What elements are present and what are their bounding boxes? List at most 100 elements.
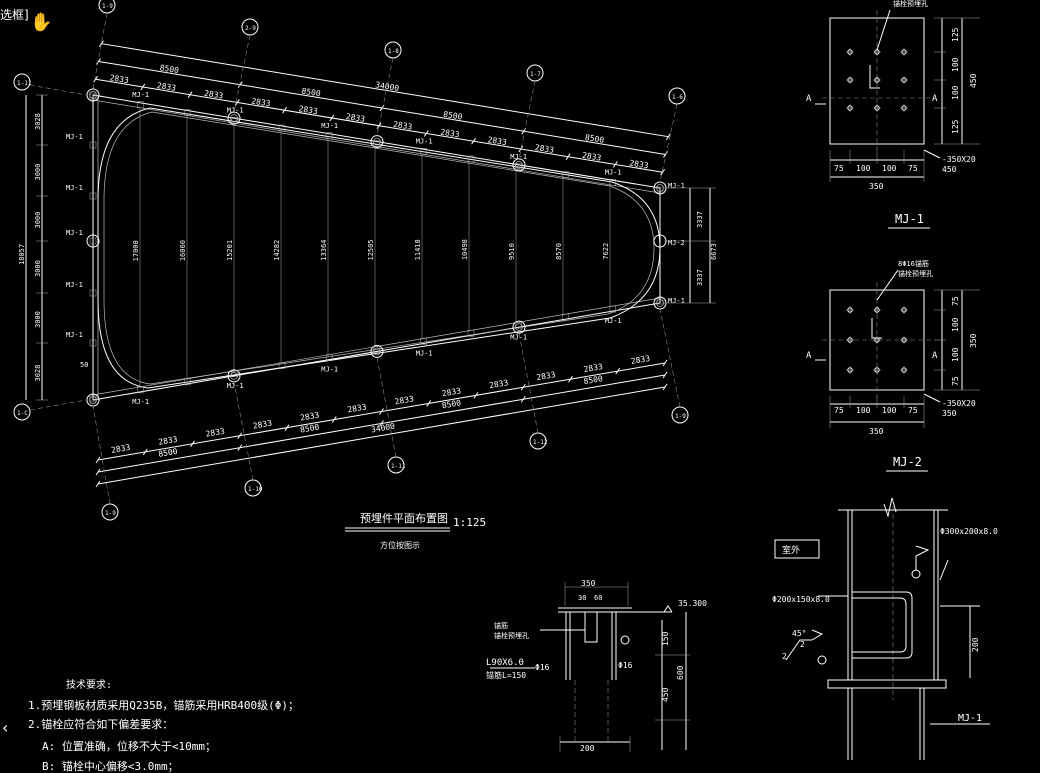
left-dim-2: 3000 (34, 212, 42, 229)
pan-hand-icon[interactable]: ✋ (30, 12, 53, 33)
top-subbay-dim-label: 2833 (487, 135, 508, 147)
sec-angle-len: 锚筋L=150 (486, 670, 526, 680)
plan-top-edge (92, 94, 661, 189)
mj1-mark: MJ-1 (227, 106, 244, 114)
axis-left-0 (13, 73, 31, 91)
embed-plate-marker (467, 155, 475, 163)
mj1-mark: MJ-1 (227, 382, 244, 390)
mj1-section-left: A (806, 94, 812, 104)
top-subbay-dim-label: 2833 (298, 104, 319, 116)
plan-scale: 1:125 (453, 516, 486, 529)
span-label: 11418 (414, 239, 422, 260)
mj2-callout: 8Φ16锚筋 (898, 259, 929, 268)
collapse-arrow-icon[interactable]: ‹ (2, 718, 9, 737)
mj2-section-left: A (806, 351, 812, 361)
mj2-detail: 8Φ16锚筋 锚栓预埋孔 75 100 100 75 350 75 100 10… (806, 259, 980, 472)
span-label: 8570 (555, 243, 563, 260)
right-dim-0: 3337 (696, 211, 704, 228)
column-weld-top: 2 (800, 640, 805, 649)
mj1-total-v: 450 (969, 73, 978, 88)
notes-item-3: B: 锚栓中心偏移<3.0mm； (42, 759, 179, 773)
top-subbay-dim-label: 2833 (251, 96, 272, 108)
bottom-subbay-dim-label: 2833 (110, 443, 131, 455)
column-weld-side: 2 (782, 652, 787, 661)
mj1-dim-h-2: 100 (882, 164, 897, 173)
top-subbay-dim-label: 2833 (629, 158, 650, 170)
bottom-bay-dim-label: 8500 (299, 422, 320, 434)
embed-plate-marker (89, 91, 97, 99)
mj1-mark: MJ-1 (132, 91, 149, 99)
mj1-section-right: A (932, 94, 938, 104)
left-dim-5: 3028 (34, 365, 42, 382)
sec-leader-2: 锚栓预埋孔 (494, 631, 529, 640)
top-bay-dim-label: 8500 (301, 86, 322, 98)
mj1-mark: MJ-1 (66, 133, 83, 141)
axis-bottom-0-label: 1-9 (105, 510, 116, 517)
mj2-dim-v-2: 100 (951, 347, 960, 362)
mj1-dim-v-0: 125 (951, 27, 960, 42)
mj2-note: 锚栓预埋孔 (898, 269, 933, 278)
mj1-mark: MJ-1 (66, 331, 83, 339)
bottom-subbay-dim-label: 2833 (347, 402, 368, 414)
mj1-total-h: 350 (869, 182, 884, 191)
span-label: 15201 (226, 240, 234, 261)
span-label: 17000 (132, 240, 140, 261)
embed-plate-marker (231, 370, 238, 377)
mj2-dim-h-3: 75 (908, 406, 918, 415)
column-dim: 200 (971, 637, 980, 652)
notes-item-0: 1.预埋钢板材质采用Q235B，锚筋采用HRB400级(Φ)； (28, 698, 299, 712)
mj1-mark: MJ-1 (605, 168, 622, 176)
embed-plate-marker (420, 148, 427, 155)
mj1-dim-h-1: 100 (856, 164, 871, 173)
mj2-total-h: 350 (869, 427, 884, 436)
axis-bottom-1-label: 1-10 (248, 486, 263, 493)
embed-plate-marker (326, 354, 333, 361)
mj2-total-v: 350 (969, 333, 978, 348)
embed-plate-marker (184, 109, 191, 116)
bottom-bay-dim-label: 8500 (583, 374, 604, 386)
sec-dim-r-2: 450 (661, 687, 670, 702)
mj1-detail: 锚栓预埋孔 125 100 100 125 450 75 100 100 75 … (806, 0, 980, 229)
bottom-subbay-dim-label: 2833 (252, 419, 273, 431)
axis-top-0-label: 1-9 (102, 3, 113, 10)
sec-rebar-right: Φ16 (618, 661, 633, 670)
span-label: 13364 (320, 240, 328, 261)
mj1-mark: MJ-1 (510, 333, 527, 341)
sec-sub-dim-1: 60 (594, 594, 602, 602)
technical-notes: 技术要求: 1.预埋钢板材质采用Q235B，锚筋采用HRB400级(Φ)； 2.… (28, 678, 299, 773)
mj2-section-right: A (932, 351, 938, 361)
top-subbay-dim-label: 2833 (203, 89, 224, 101)
plan-subtitle: 方位按图示 (380, 540, 420, 550)
axis-top-3-label: 1-7 (530, 71, 541, 78)
top-subbay-dim-label: 2833 (534, 143, 555, 155)
embed-plate-marker (137, 101, 144, 108)
embed-plate-marker (420, 338, 427, 345)
column-tube-1: Φ300x200x8.0 (940, 527, 998, 536)
top-subbay-dim-label: 2833 (345, 112, 366, 124)
mj1-mark: MJ-1 (416, 137, 433, 145)
mj1-mark: MJ-1 (321, 366, 338, 374)
bottom-subbay-dim-label: 2833 (441, 386, 462, 398)
top-total-dim-line (101, 43, 669, 138)
sec-dim-r-1: 600 (676, 665, 685, 680)
window-title-fragment: 选框] (0, 8, 29, 22)
sec-elevation: 35.300 (678, 599, 707, 608)
bottom-subbay-dim-label: 2833 (488, 378, 509, 390)
mj2-title: MJ-2 (893, 455, 922, 469)
embed-plate-marker (562, 313, 569, 321)
mj2-plate: -350X20 (942, 399, 976, 408)
mj2-anchor-holes (846, 306, 908, 374)
axis-top-4-label: 1-6 (672, 94, 683, 101)
mj1-mark: MJ-1 (605, 317, 622, 325)
mj1-mark: MJ-1 (66, 184, 83, 192)
sec-angle: L90X6.0 (486, 658, 524, 668)
bottom-subbay-dim-label: 2833 (630, 354, 651, 366)
axis-left-1 (13, 403, 31, 421)
mj1-mark: MJ-1 (66, 229, 83, 237)
embed-plate-marker (89, 141, 97, 149)
column-marker (86, 88, 100, 102)
span-label: 7622 (602, 243, 610, 260)
top-subbay-dim-label: 2833 (440, 127, 461, 139)
axis-left-1-label: 1-C (17, 410, 28, 417)
